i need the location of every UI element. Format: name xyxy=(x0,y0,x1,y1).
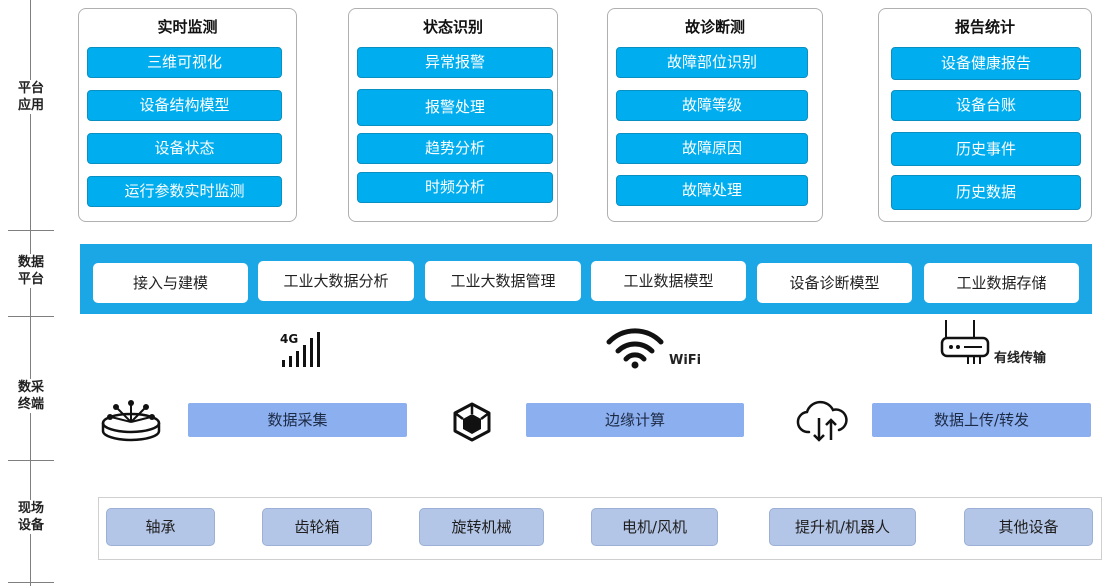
group-title: 报告统计 xyxy=(954,18,1015,36)
layer-label-terminal: 数采 终端 xyxy=(8,379,54,413)
cloud-transfer-icon xyxy=(795,400,849,444)
equipment-item[interactable]: 轴承 xyxy=(106,508,215,546)
layer-label-field: 现场 设备 xyxy=(8,500,54,534)
group-title: 实时监测 xyxy=(157,18,218,36)
function-item[interactable]: 历史数据 xyxy=(891,175,1081,210)
function-item[interactable]: 故障原因 xyxy=(616,133,808,164)
axis-divider xyxy=(8,316,54,317)
terminal-item-edge[interactable]: 边缘计算 xyxy=(526,403,744,437)
router-icon xyxy=(940,318,992,368)
equipment-item[interactable]: 电机/风机 xyxy=(591,508,718,546)
cellular-label: 4G xyxy=(280,332,298,346)
terminal-item-upload[interactable]: 数据上传/转发 xyxy=(872,403,1091,437)
function-item[interactable]: 趋势分析 xyxy=(357,133,553,164)
data-platform-item[interactable]: 工业大数据分析 xyxy=(258,261,414,301)
axis-divider xyxy=(8,582,54,583)
function-item[interactable]: 运行参数实时监测 xyxy=(87,176,282,207)
function-item[interactable]: 故障处理 xyxy=(616,175,808,206)
equipment-item[interactable]: 其他设备 xyxy=(964,508,1093,546)
group-report-statistics: 报告统计 设备健康报告 设备台账 历史事件 历史数据 xyxy=(878,8,1092,222)
axis-divider xyxy=(8,230,54,231)
terminal-item-collection[interactable]: 数据采集 xyxy=(188,403,407,437)
function-item[interactable]: 设备健康报告 xyxy=(891,47,1081,80)
data-platform-item[interactable]: 接入与建模 xyxy=(93,263,248,303)
equipment-item[interactable]: 旋转机械 xyxy=(419,508,544,546)
group-state-recognition: 状态识别 异常报警 报警处理 趋势分析 时频分析 xyxy=(348,8,558,222)
function-item[interactable]: 设备台账 xyxy=(891,90,1081,121)
equipment-item[interactable]: 齿轮箱 xyxy=(262,508,372,546)
function-item[interactable]: 故障部位识别 xyxy=(616,47,808,78)
data-platform-item[interactable]: 设备诊断模型 xyxy=(757,263,912,303)
axis-line xyxy=(30,0,31,586)
equipment-item[interactable]: 提升机/机器人 xyxy=(769,508,916,546)
layer-label-app: 平台 应用 xyxy=(8,80,54,114)
function-item[interactable]: 时频分析 xyxy=(357,172,553,203)
data-platform-item[interactable]: 工业数据存储 xyxy=(924,263,1079,303)
layer-label-data: 数据 平台 xyxy=(8,254,54,288)
wifi-label: WiFi xyxy=(669,353,702,368)
function-item[interactable]: 故障等级 xyxy=(616,90,808,121)
cellular-4g-icon: 4G xyxy=(280,330,324,370)
edge-cube-icon xyxy=(452,401,492,443)
group-realtime-monitoring: 实时监测 三维可视化 设备结构模型 设备状态 运行参数实时监测 xyxy=(78,8,297,222)
function-item[interactable]: 设备状态 xyxy=(87,133,282,164)
group-title: 故诊断测 xyxy=(684,18,745,36)
function-item[interactable]: 报警处理 xyxy=(357,89,553,126)
sensor-hub-icon xyxy=(100,398,162,442)
wifi-icon xyxy=(606,328,664,370)
data-platform-item[interactable]: 工业大数据管理 xyxy=(425,261,581,301)
layer-axis: 平台 应用 数据 平台 数采 终端 现场 设备 xyxy=(0,0,62,586)
function-item[interactable]: 设备结构模型 xyxy=(87,90,282,121)
data-platform-item[interactable]: 工业数据模型 xyxy=(591,261,746,301)
data-platform-band: 接入与建模 工业大数据分析 工业大数据管理 工业数据模型 设备诊断模型 工业数据… xyxy=(80,244,1092,314)
function-item[interactable]: 异常报警 xyxy=(357,47,553,78)
function-item[interactable]: 历史事件 xyxy=(891,132,1081,166)
axis-divider xyxy=(8,460,54,461)
wired-label: 有线传输 xyxy=(994,351,1047,366)
function-item[interactable]: 三维可视化 xyxy=(87,47,282,78)
group-title: 状态识别 xyxy=(422,18,483,36)
group-fault-diagnosis: 故诊断测 故障部位识别 故障等级 故障原因 故障处理 xyxy=(607,8,823,222)
